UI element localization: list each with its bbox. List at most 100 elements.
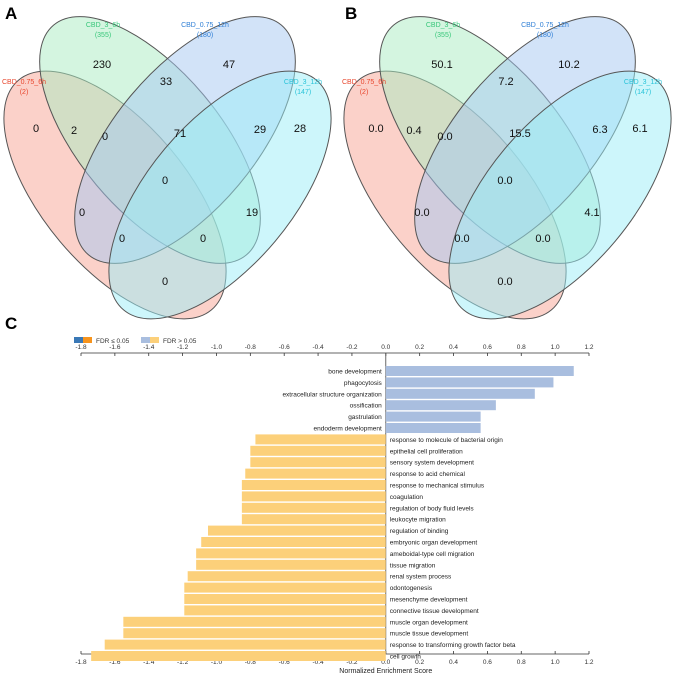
category-label: response to mechanical stimulus bbox=[390, 483, 485, 490]
category-label: connective tissue development bbox=[390, 608, 479, 615]
venn-panel-a: CBD_0.75_6h(2)CBD_3_6h(355)CBD_0.75_12h(… bbox=[2, 16, 332, 320]
x-tick-label: -1.0 bbox=[211, 344, 223, 351]
venn-set-count: (2) bbox=[20, 89, 29, 96]
x-tick-label: -0.8 bbox=[245, 344, 257, 351]
x-tick-label: 1.2 bbox=[584, 344, 593, 351]
bar bbox=[196, 559, 386, 570]
venn-set-label: CBD_3_12h bbox=[284, 79, 322, 86]
bar bbox=[123, 616, 386, 627]
x-tick-label: -0.8 bbox=[245, 659, 257, 666]
x-tick-label: 1.2 bbox=[584, 659, 593, 666]
venn-set-count: (2) bbox=[360, 89, 369, 96]
x-tick-label: -0.2 bbox=[346, 659, 358, 666]
bar bbox=[184, 582, 386, 593]
venn-set-label: CBD_3_6h bbox=[426, 22, 460, 29]
x-tick-label: -0.2 bbox=[346, 344, 358, 351]
venn-set-count: (355) bbox=[435, 32, 451, 39]
venn-region-value: 0 bbox=[200, 233, 206, 245]
category-label: ossification bbox=[350, 403, 383, 410]
venn-region-value: 0 bbox=[162, 276, 168, 288]
category-label: coagulation bbox=[390, 494, 424, 501]
bar bbox=[385, 377, 554, 388]
x-tick-label: 0.0 bbox=[381, 344, 390, 351]
x-tick-label: 0.2 bbox=[415, 344, 424, 351]
venn-set-label: CBD_0.75_12h bbox=[521, 22, 569, 29]
category-label: response to acid chemical bbox=[390, 471, 466, 478]
venn-region-value: 6.3 bbox=[592, 124, 607, 136]
bar bbox=[184, 605, 386, 616]
category-label: phagocytosis bbox=[344, 380, 383, 387]
category-label: regulation of body fluid levels bbox=[390, 505, 475, 512]
x-tick-label: -1.6 bbox=[109, 659, 121, 666]
bar bbox=[187, 571, 386, 582]
venn-region-value: 10.2 bbox=[558, 59, 579, 71]
bar bbox=[123, 628, 386, 639]
x-tick-label: -1.6 bbox=[109, 344, 121, 351]
venn-set-count: (355) bbox=[95, 32, 111, 39]
category-label: cell growth bbox=[390, 654, 421, 661]
x-tick-label: -1.0 bbox=[211, 659, 223, 666]
venn-set-count: (147) bbox=[295, 89, 311, 96]
category-label: ameboidal-type cell migration bbox=[390, 551, 475, 558]
x-tick-label: -1.8 bbox=[75, 659, 87, 666]
category-label: endoderm development bbox=[314, 426, 382, 433]
venn-region-value: 33 bbox=[160, 76, 172, 88]
bar bbox=[255, 434, 386, 445]
category-label: tissue migration bbox=[390, 562, 436, 569]
venn-set-label: CBD_0.75_6h bbox=[342, 79, 386, 86]
x-tick-label: 0.4 bbox=[449, 659, 458, 666]
legend-label: FDR ≤ 0.05 bbox=[96, 338, 130, 345]
venn-region-value: 28 bbox=[294, 123, 306, 135]
legend-swatch bbox=[74, 337, 83, 343]
venn-set-4 bbox=[448, 70, 672, 320]
legend-label: FDR > 0.05 bbox=[163, 338, 197, 345]
x-tick-label: -1.2 bbox=[177, 344, 189, 351]
category-label: response to molecule of bacterial origin bbox=[390, 437, 503, 444]
venn-region-value: 4.1 bbox=[584, 207, 599, 219]
bar bbox=[241, 502, 386, 513]
bar bbox=[201, 537, 386, 547]
bar bbox=[385, 388, 535, 399]
venn-region-value: 71 bbox=[174, 128, 186, 140]
category-label: renal system process bbox=[390, 574, 452, 581]
x-tick-label: -0.6 bbox=[279, 344, 291, 351]
venn-set-label: CBD_0.75_12h bbox=[181, 22, 229, 29]
venn-region-value: 0 bbox=[102, 131, 108, 143]
venn-panel-b: CBD_0.75_6h (2) CBD_3_6h (355) CBD_0.75_12h (… bbox=[342, 16, 672, 320]
venn-region-value: 19 bbox=[246, 207, 258, 219]
x-tick-label: -0.4 bbox=[312, 344, 324, 351]
venn-region-value: 0.0 bbox=[414, 207, 429, 219]
category-label: odontogenesis bbox=[390, 585, 433, 592]
venn-set-label: CBD_0.75_6h bbox=[2, 79, 46, 86]
x-tick-label: -1.2 bbox=[177, 659, 189, 666]
category-label: bone development bbox=[328, 369, 382, 376]
bar bbox=[385, 423, 481, 433]
x-tick-label: 0.2 bbox=[415, 659, 424, 666]
x-tick-label: -0.4 bbox=[312, 659, 324, 666]
venn-set-count: (180) bbox=[197, 32, 213, 39]
panel-label-c: C bbox=[5, 314, 18, 333]
x-tick-label: 0.8 bbox=[517, 659, 526, 666]
bar bbox=[241, 480, 386, 490]
bar bbox=[385, 366, 574, 376]
x-axis-title: Normalized Enrichment Score bbox=[339, 668, 432, 675]
venn-region-value: 29 bbox=[254, 124, 266, 136]
legend-swatch bbox=[141, 337, 150, 343]
category-label: epithelial cell proliferation bbox=[390, 448, 463, 455]
venn-set-label: CBD_3_12h bbox=[624, 79, 662, 86]
venn-region-value: 0 bbox=[33, 123, 39, 135]
legend-swatch bbox=[150, 337, 159, 343]
bar bbox=[184, 594, 386, 604]
legend-swatch bbox=[83, 337, 92, 343]
category-label: response to transforming growth factor b… bbox=[390, 642, 516, 649]
x-tick-label: 0.4 bbox=[449, 344, 458, 351]
category-label: muscle organ development bbox=[390, 619, 468, 626]
venn-region-value: 0.4 bbox=[406, 125, 421, 137]
venn-set-count: (147) bbox=[635, 89, 651, 96]
x-tick-label: 0.8 bbox=[517, 344, 526, 351]
venn-region-value: 7.2 bbox=[498, 76, 513, 88]
x-tick-label: -1.4 bbox=[143, 659, 155, 666]
venn-region-value: 47 bbox=[223, 59, 235, 71]
venn-region-value: 6.1 bbox=[632, 123, 647, 135]
